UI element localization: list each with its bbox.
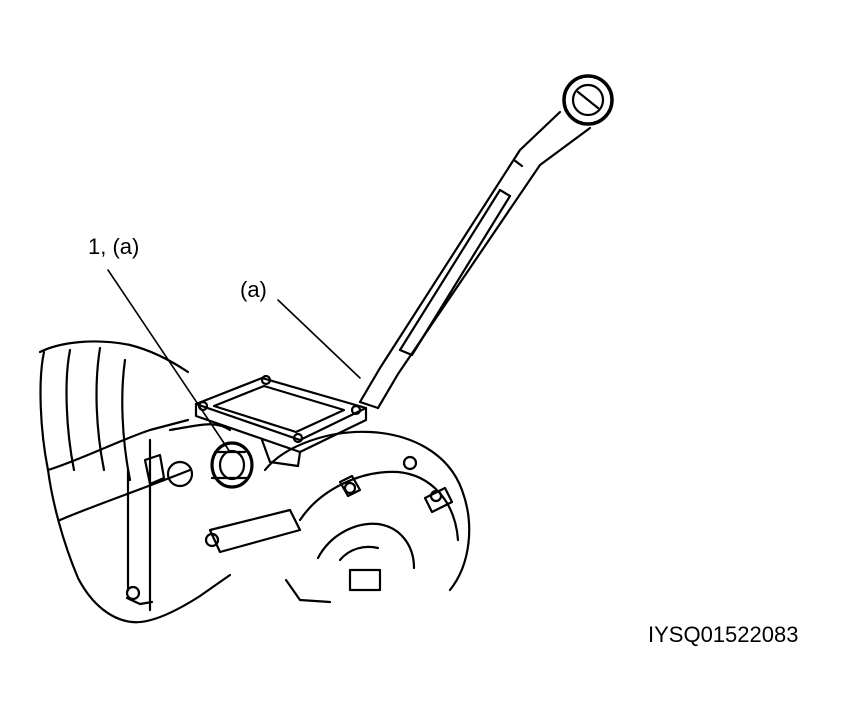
bell-housing [204, 430, 471, 604]
leader-lines [107, 269, 361, 453]
side-boss [125, 453, 194, 606]
leader-line-part-1 [107, 269, 231, 453]
plug [210, 441, 254, 489]
callout-part-1: 1, (a) [88, 234, 140, 259]
figure-code: IYSQ01522083 [648, 622, 799, 647]
ring-wrench [358, 74, 614, 410]
top-cover [194, 374, 368, 468]
transmission-case [38, 340, 232, 624]
leader-line-wrench [277, 299, 361, 379]
callout-wrench: (a) [240, 277, 267, 302]
